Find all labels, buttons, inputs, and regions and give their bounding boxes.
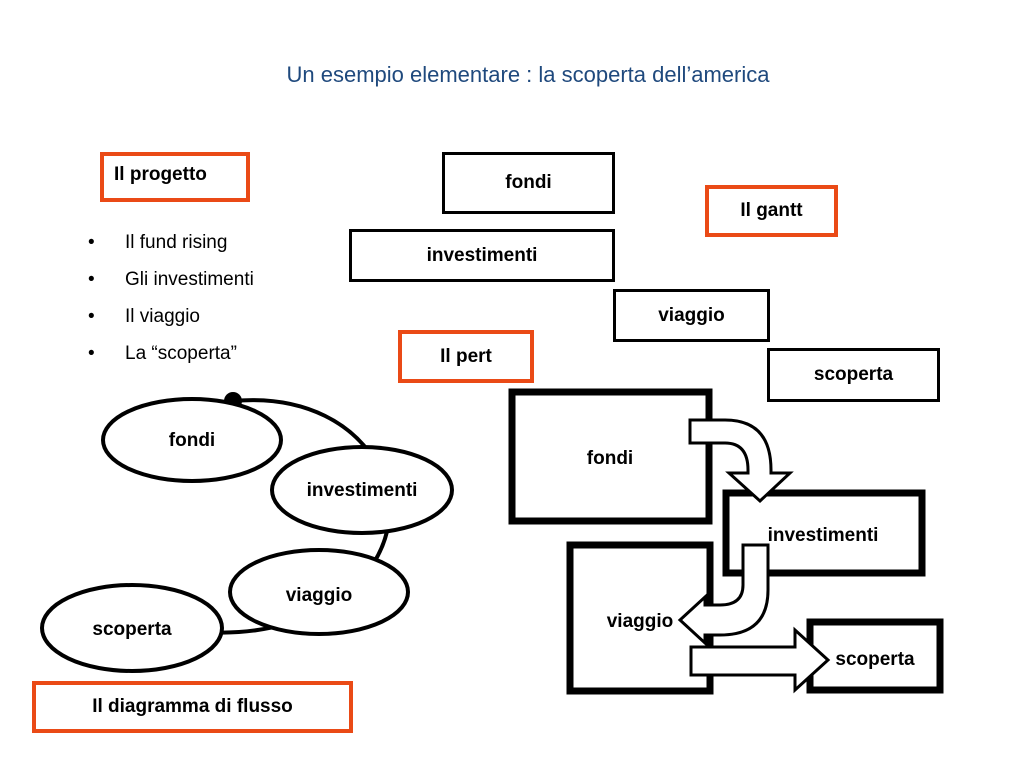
gantt-bar-investimenti: investimenti	[349, 229, 615, 282]
gantt-bar-scoperta: scoperta	[767, 348, 940, 402]
gantt-bar-viaggio: viaggio	[613, 289, 770, 342]
label-progetto: Il progetto	[100, 152, 250, 202]
pert-node-fondi	[508, 388, 713, 525]
page-title: Un esempio elementare : la scoperta dell…	[286, 62, 770, 87]
list-item: Il fund rising	[88, 230, 254, 267]
list-item: Il viaggio	[88, 304, 254, 341]
flow-node-scoperta	[40, 583, 224, 673]
flow-node-fondi-label: fondi	[169, 430, 215, 451]
pert-arrow-fondi-investimenti	[688, 418, 794, 504]
pert-node-fondi-label: fondi	[587, 448, 633, 469]
project-list: Il fund rising Gli investimenti Il viagg…	[88, 230, 254, 378]
list-item: Gli investimenti	[88, 267, 254, 304]
flow-node-scoperta-label: scoperta	[92, 619, 172, 640]
flow-node-investimenti-label: investimenti	[307, 480, 418, 501]
pert-arrow-investimenti-viaggio	[677, 543, 770, 647]
flow-node-investimenti	[270, 445, 454, 535]
flow-node-fondi	[101, 397, 283, 483]
list-item: La “scoperta”	[88, 341, 254, 378]
flow-node-viaggio	[228, 548, 410, 636]
label-gantt: Il gantt	[705, 185, 838, 237]
pert-arrow-viaggio-scoperta	[689, 626, 831, 694]
pert-node-scoperta-label: scoperta	[835, 649, 915, 670]
flow-node-viaggio-label: viaggio	[286, 585, 353, 606]
gantt-bar-fondi: fondi	[442, 152, 615, 214]
pert-node-investimenti-label: investimenti	[768, 525, 879, 546]
pert-node-viaggio-label: viaggio	[607, 611, 674, 632]
label-pert: Il pert	[398, 330, 534, 383]
label-flusso: Il diagramma di flusso	[32, 681, 353, 733]
